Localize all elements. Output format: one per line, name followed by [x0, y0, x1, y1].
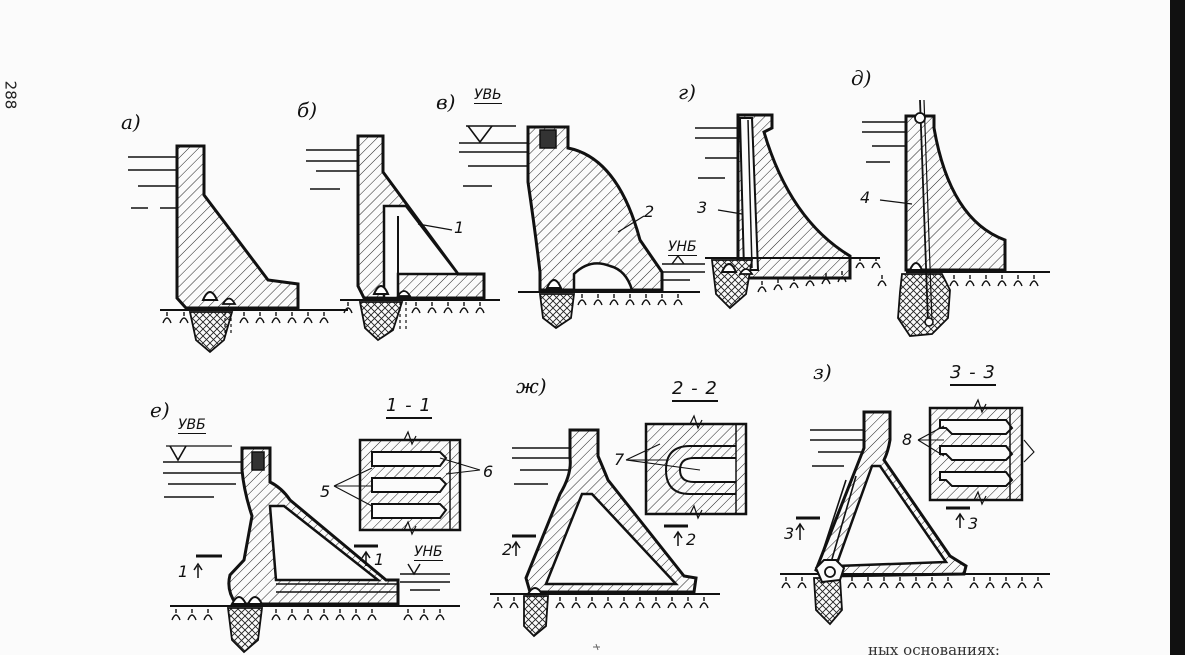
dam-body — [175, 144, 300, 310]
cut-label-e-left: 1 — [178, 562, 189, 581]
downstream-level-label-e: УНБ — [414, 544, 443, 561]
panel-v-massive-buttress — [459, 125, 705, 330]
callout-6: 6 — [483, 462, 494, 481]
panel-b-buttress-dam — [306, 134, 500, 342]
leader-2 — [617, 215, 645, 233]
drain-gallery — [201, 291, 219, 301]
cut-mark-right — [946, 506, 970, 528]
leader-3 — [717, 209, 743, 215]
inner-cavity — [572, 262, 634, 292]
cut-mark-left — [511, 534, 536, 556]
dam-body — [736, 113, 852, 280]
ground-ticks — [162, 311, 329, 324]
grout-curtain — [897, 273, 951, 337]
callout-3: 3 — [697, 198, 708, 217]
cut-label-e-right: 1 — [374, 550, 385, 569]
panel-zh-twin-buttress — [490, 428, 720, 638]
callout-5: 5 — [320, 482, 331, 501]
cut-label-z-left: 3 — [784, 524, 795, 543]
panel-label-a: а) — [121, 110, 141, 134]
page-binding-edge — [1170, 0, 1185, 655]
upstream-level-label: УВЬ — [474, 87, 502, 104]
downstream-level-label: УНБ — [668, 239, 697, 256]
anchor-tie — [919, 99, 929, 323]
grout-curtain — [538, 293, 576, 330]
cut-label-zh-right: 2 — [686, 530, 697, 549]
grout-curtain — [358, 301, 404, 342]
panel-label-d: д) — [851, 66, 872, 90]
panel-z-inclined-buttress — [780, 410, 1050, 626]
water-arrow — [467, 125, 493, 144]
panel-label-z: з) — [813, 360, 832, 384]
section-1-1-drawing — [333, 430, 481, 536]
panel-d-tie-anchored-dam — [862, 99, 1050, 337]
cut-mark-left — [193, 554, 222, 578]
callout-4: 4 — [860, 188, 871, 207]
face-slab — [738, 117, 760, 271]
page-number: 288 — [1, 80, 20, 110]
panel-label-b: б) — [297, 98, 318, 122]
section-3-3-drawing — [917, 398, 1035, 506]
cut-mark-right — [354, 544, 378, 566]
grout-curtain — [523, 595, 549, 638]
inner-cavity — [834, 464, 949, 568]
cut-label-zh-left: 2 — [502, 540, 513, 559]
callout-8: 8 — [902, 430, 913, 449]
upstream-water-lines — [128, 156, 177, 209]
leader-1 — [417, 223, 453, 231]
dam-body — [904, 114, 1007, 272]
inner-cavity — [268, 504, 382, 582]
panel-g-anchored-face-dam — [695, 113, 881, 310]
cut-mark-right — [664, 524, 688, 546]
callout-7: 7 — [614, 450, 625, 469]
panel-e-hollow-buttress — [163, 445, 460, 654]
callout-2: 2 — [644, 202, 655, 221]
panel-label-zh: ж) — [516, 374, 547, 398]
cut-mark-left — [795, 516, 820, 540]
grout-curtain — [188, 311, 234, 354]
section-2-2-drawing — [625, 414, 748, 520]
section-title-3-3: 3 - 3 — [950, 364, 996, 386]
leader-4 — [879, 199, 913, 205]
upstream-level-label-e: УВБ — [178, 417, 206, 434]
inner-cavity — [544, 492, 679, 586]
panel-label-g: г) — [678, 80, 696, 104]
panel-a-gravity-dam — [128, 144, 348, 354]
panel-label-e: е) — [150, 398, 170, 422]
caption-fragment: ных основаниях: — [868, 641, 1000, 659]
grout-curtain — [226, 607, 264, 654]
section-title-1-1: 1 - 1 — [386, 397, 432, 419]
callout-1: 1 — [454, 218, 465, 237]
cut-label-z-right: 3 — [968, 514, 979, 533]
gate — [539, 129, 557, 149]
section-title-2-2: 2 - 2 — [672, 380, 718, 402]
dam-body — [526, 125, 664, 292]
grout-curtain — [813, 577, 843, 626]
panel-label-v: в) — [436, 90, 456, 114]
